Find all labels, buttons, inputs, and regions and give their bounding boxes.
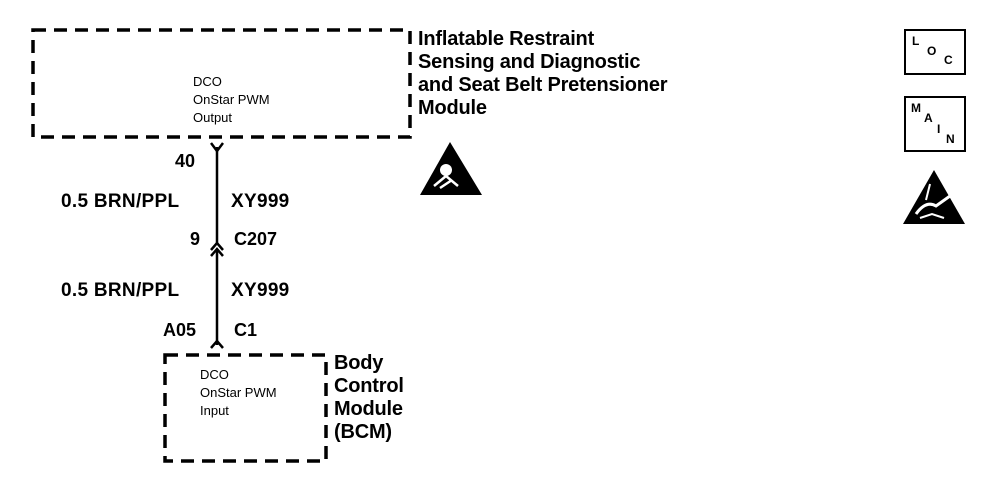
lower-wire-color: 0.5 BRN/PPL <box>61 280 180 301</box>
bottom-circuit-line-3: Input <box>200 403 229 418</box>
inline-pin: 9 <box>190 229 201 249</box>
main-icon-letter-i: I <box>937 122 941 136</box>
inline-connector-symbol-b <box>210 247 224 257</box>
top-circuit-line-1: DCO <box>193 74 222 89</box>
main-icon-letter-m: M <box>911 101 921 115</box>
inline-connector-id: C207 <box>234 229 278 249</box>
bottom-module-label-line-3: Module <box>334 398 403 420</box>
loc-icon-letter-o: O <box>927 44 937 58</box>
lower-circuit-number: XY999 <box>231 280 290 301</box>
bottom-module-label-line-1: Body <box>334 352 384 374</box>
upper-wire-color: 0.5 BRN/PPL <box>61 191 180 212</box>
top-module-outline <box>31 28 412 139</box>
top-module-label: Inflatable Restraint Sensing and Diagnos… <box>418 28 668 120</box>
pin-top: 40 <box>175 151 196 171</box>
top-module-label-line-2: Sensing and Diagnostic <box>418 51 641 73</box>
upper-circuit-number: XY999 <box>231 191 290 212</box>
top-circuit-line-2: OnStar PWM <box>193 92 270 107</box>
bottom-circuit-line-1: DCO <box>200 367 229 382</box>
loc-icon[interactable]: L O C <box>904 29 966 75</box>
main-icon-letter-n: N <box>946 132 955 146</box>
bottom-module-label-line-2: Control <box>334 375 404 397</box>
pin-bottom: A05 <box>163 320 197 340</box>
bottom-terminal-symbol <box>210 339 224 349</box>
bottom-module-circuit-text: DCO OnStar PWM Input <box>200 366 277 420</box>
bottom-module-label-line-4: (BCM) <box>334 421 392 443</box>
bottom-module-outline <box>163 353 328 463</box>
top-terminal-symbol <box>210 142 224 154</box>
main-icon[interactable]: M A I N <box>904 96 966 152</box>
loc-icon-letter-c: C <box>944 53 953 67</box>
bottom-module-label: Body Control Module (BCM) <box>334 352 404 444</box>
top-module-circuit-text: DCO OnStar PWM Output <box>193 73 270 127</box>
bottom-circuit-line-2: OnStar PWM <box>200 385 277 400</box>
loc-icon-letter-l: L <box>912 34 920 48</box>
inline-connector-symbol-a <box>210 241 224 251</box>
top-circuit-line-3: Output <box>193 110 233 125</box>
top-module-label-line-4: Module <box>418 97 487 119</box>
main-icon-letter-a: A <box>924 111 933 125</box>
top-module-label-line-3: and Seat Belt Pretensioner <box>418 74 668 96</box>
top-module-label-line-1: Inflatable Restraint <box>418 28 595 50</box>
bottom-connector-id: C1 <box>234 320 258 340</box>
